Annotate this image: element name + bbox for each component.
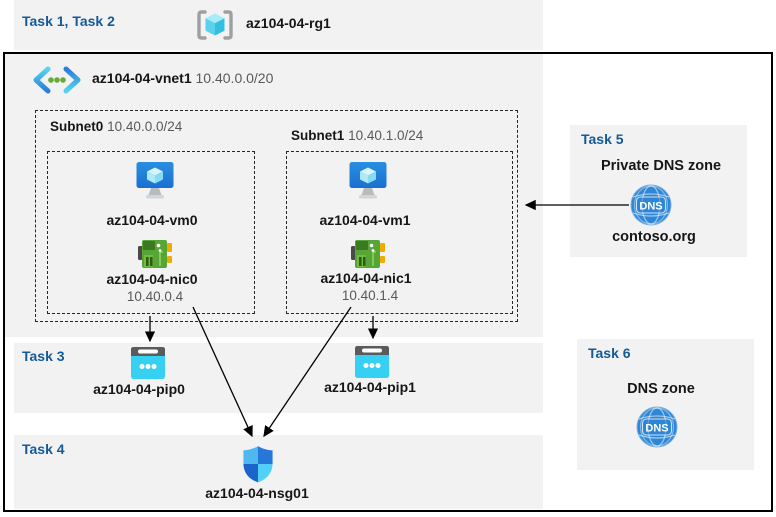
task-1-2-label: Task 1, Task 2: [22, 13, 115, 29]
nic0-icon: [138, 237, 172, 271]
dns-badge-text: DNS: [645, 423, 668, 435]
nic1-icon: [351, 237, 385, 271]
vnet-title: az104-04-vnet1 10.40.0.0/20: [92, 70, 273, 86]
task4-label: Task 4: [22, 441, 65, 457]
private-dns-zone-icon: DNS: [630, 184, 672, 226]
task6-label: Task 6: [588, 345, 631, 361]
vm1-icon: [348, 161, 388, 202]
nsg-label: az104-04-nsg01: [205, 485, 309, 501]
task3-label: Task 3: [22, 348, 65, 364]
top-band: Task 1, Task 2 az104-04-rg1: [14, 0, 543, 50]
pip0-label: az104-04-pip0: [93, 381, 185, 397]
task3-band: Task 3: [14, 343, 543, 413]
vnet-region: [5, 54, 543, 337]
pip1-icon: [355, 346, 389, 378]
nic0-private-ip: 10.40.0.4: [126, 289, 184, 304]
nic1-label: az104-04-nic1: [320, 270, 412, 286]
dns-zone-title: DNS zone: [627, 381, 695, 397]
virtual-network-icon: [33, 66, 81, 94]
private-dns-zone-title: Private DNS zone: [600, 158, 722, 174]
subnet1-title: Subnet1 10.40.1.0/24: [291, 127, 423, 143]
vm1-label: az104-04-vm1: [319, 212, 411, 228]
pip1-label: az104-04-pip1: [324, 379, 416, 395]
subnet1-name: Subnet1: [291, 128, 345, 143]
vnet-name: az104-04-vnet1: [92, 70, 192, 86]
subnet0-cidr: 10.40.0.0/24: [107, 119, 183, 134]
resource-group-name: az104-04-rg1: [246, 15, 331, 31]
pip0-icon: [131, 347, 165, 379]
vm0-label: az104-04-vm0: [106, 212, 198, 228]
dns-zone-icon: DNS: [636, 406, 678, 448]
resource-group-icon: [196, 9, 234, 41]
subnet1-cidr: 10.40.1.0/24: [348, 128, 424, 143]
task5-label: Task 5: [581, 131, 624, 147]
task4-band: Task 4: [14, 435, 543, 509]
vm0-frame: [47, 151, 255, 314]
dns-badge-text: DNS: [639, 201, 662, 213]
subnet0-title: Subnet0 10.40.0.0/24: [50, 118, 182, 134]
nsg-icon: [242, 444, 274, 484]
vm0-icon: [135, 161, 175, 202]
nic1-private-ip: 10.40.1.4: [341, 288, 399, 303]
nic0-label: az104-04-nic0: [106, 271, 198, 287]
vm1-frame: [286, 151, 513, 314]
task6-box: Task 6 DNS zone DNS: [577, 339, 754, 470]
task5-box: Task 5 Private DNS zone DNS contoso.org: [570, 125, 747, 257]
subnet0-name: Subnet0: [50, 119, 104, 134]
private-dns-zone-name: contoso.org: [612, 229, 696, 245]
vnet-cidr: 10.40.0.0/20: [195, 70, 274, 86]
